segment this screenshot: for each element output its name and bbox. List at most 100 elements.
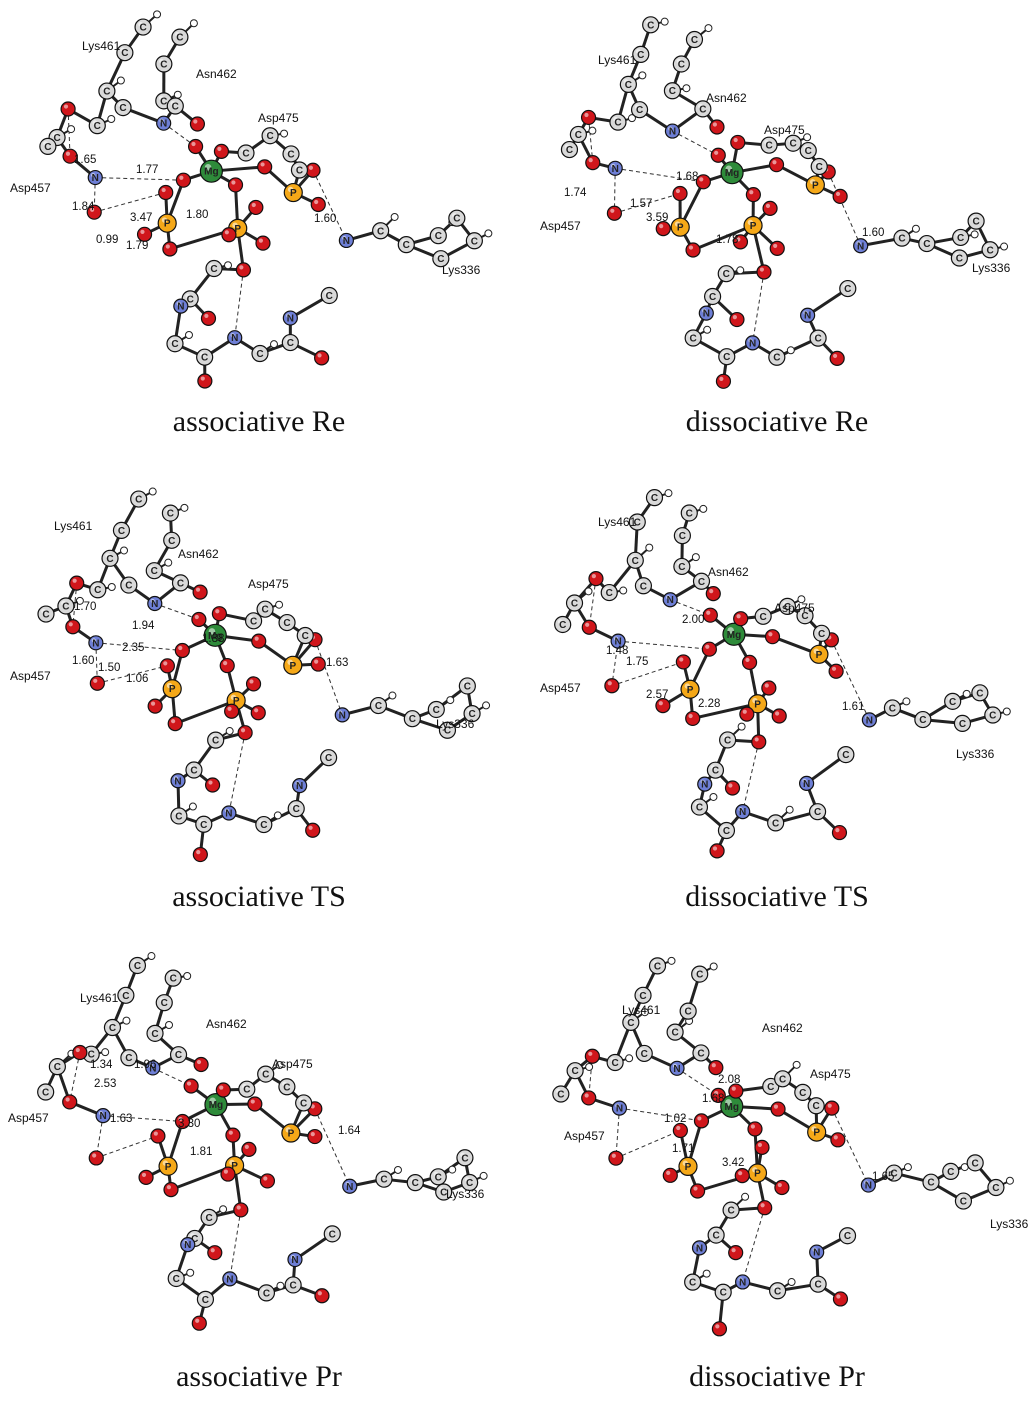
svg-text:C: C — [606, 588, 613, 599]
svg-text:C: C — [779, 1074, 786, 1085]
distance-label: 0.99 — [96, 234, 118, 246]
atom-C: C — [691, 799, 707, 815]
svg-text:C: C — [842, 750, 849, 761]
atom-C: C — [131, 491, 147, 507]
svg-text:C: C — [699, 104, 706, 115]
atom-C: C — [718, 266, 734, 282]
svg-text:C: C — [435, 231, 442, 242]
svg-text:C: C — [813, 1101, 820, 1112]
svg-text:C: C — [772, 818, 779, 829]
atom-H — [274, 812, 281, 819]
atom-C: C — [919, 236, 935, 252]
distance-label: 1.96 — [134, 1059, 156, 1071]
svg-text:C: C — [103, 87, 110, 98]
svg-text:C: C — [647, 20, 654, 31]
distance-label: 2.35 — [122, 642, 144, 654]
atom-C: C — [673, 56, 689, 72]
svg-text:C: C — [435, 1172, 442, 1183]
atom-O — [226, 1128, 240, 1142]
atom-C: C — [376, 1171, 392, 1187]
atom-O — [740, 707, 754, 721]
atom-C: C — [197, 1291, 213, 1307]
atom-H — [903, 698, 910, 705]
atom-N: N — [293, 779, 307, 793]
svg-text:C: C — [205, 1213, 212, 1224]
atom-O — [190, 117, 204, 131]
atom-O — [311, 197, 325, 211]
svg-text:N: N — [813, 1248, 820, 1259]
atom-Mg: Mg — [723, 623, 745, 645]
atom-N: N — [89, 636, 103, 650]
atom-O — [663, 1168, 677, 1182]
atom-H — [181, 504, 188, 511]
atom-H — [189, 803, 196, 810]
atom-O — [176, 173, 190, 187]
atom-C: C — [38, 1084, 54, 1100]
atom-C: C — [561, 142, 577, 158]
svg-text:C: C — [202, 1295, 209, 1306]
atom-O — [89, 1151, 103, 1165]
svg-text:C: C — [119, 103, 126, 114]
svg-text:C: C — [290, 1280, 297, 1291]
atom-C: C — [719, 349, 735, 365]
distance-label: 1.61 — [842, 701, 864, 713]
atom-C: C — [171, 808, 187, 824]
atom-C: C — [279, 1079, 295, 1095]
atom-O — [686, 243, 700, 257]
atom-O — [160, 659, 174, 673]
svg-text:N: N — [231, 333, 238, 344]
atom-N: N — [283, 311, 297, 325]
atom-C: C — [407, 1175, 423, 1191]
svg-text:P: P — [165, 1162, 172, 1173]
hydrogen-bond — [315, 640, 342, 715]
atom-P: P — [284, 656, 302, 674]
svg-text:P: P — [750, 221, 757, 232]
svg-text:C: C — [461, 1153, 468, 1164]
atom-C: C — [951, 250, 967, 266]
atom-C: C — [102, 550, 118, 566]
svg-text:N: N — [696, 1243, 703, 1254]
atom-C: C — [167, 336, 183, 352]
svg-text:C: C — [947, 1167, 954, 1178]
svg-text:P: P — [289, 661, 296, 672]
atom-O — [159, 186, 173, 200]
atom-H — [480, 1172, 487, 1179]
atom-C: C — [186, 762, 202, 778]
distance-label: 1.60 — [314, 213, 336, 225]
atom-O — [605, 679, 619, 693]
distance-label: 1.06 — [126, 673, 148, 685]
svg-text:C: C — [160, 96, 167, 107]
svg-text:C: C — [170, 974, 177, 985]
atom-C: C — [808, 1098, 824, 1114]
svg-text:C: C — [171, 339, 178, 350]
svg-text:C: C — [263, 1288, 270, 1299]
atom-H — [586, 1063, 593, 1070]
atom-C: C — [58, 598, 74, 614]
atom-C: C — [99, 83, 115, 99]
atom-N: N — [181, 1238, 195, 1252]
atom-C: C — [567, 1063, 583, 1079]
svg-text:C: C — [256, 349, 263, 360]
atom-C: C — [985, 707, 1001, 723]
svg-text:N: N — [291, 1255, 298, 1266]
svg-text:N: N — [803, 779, 810, 790]
svg-text:C: C — [814, 807, 821, 818]
atom-O — [609, 1151, 623, 1165]
atom-C: C — [430, 1169, 446, 1185]
svg-text:C: C — [989, 711, 996, 722]
svg-text:C: C — [212, 736, 219, 747]
atom-H — [646, 544, 653, 551]
svg-text:C: C — [760, 612, 767, 623]
svg-text:C: C — [625, 80, 632, 91]
svg-text:C: C — [712, 766, 719, 777]
svg-text:C: C — [679, 531, 686, 542]
svg-text:N: N — [92, 638, 99, 649]
atom-O — [711, 148, 725, 162]
atom-C: C — [775, 1071, 791, 1087]
atom-O — [757, 265, 771, 279]
svg-text:C: C — [923, 239, 930, 250]
atom-H — [117, 77, 124, 84]
atom-O — [582, 1091, 596, 1105]
